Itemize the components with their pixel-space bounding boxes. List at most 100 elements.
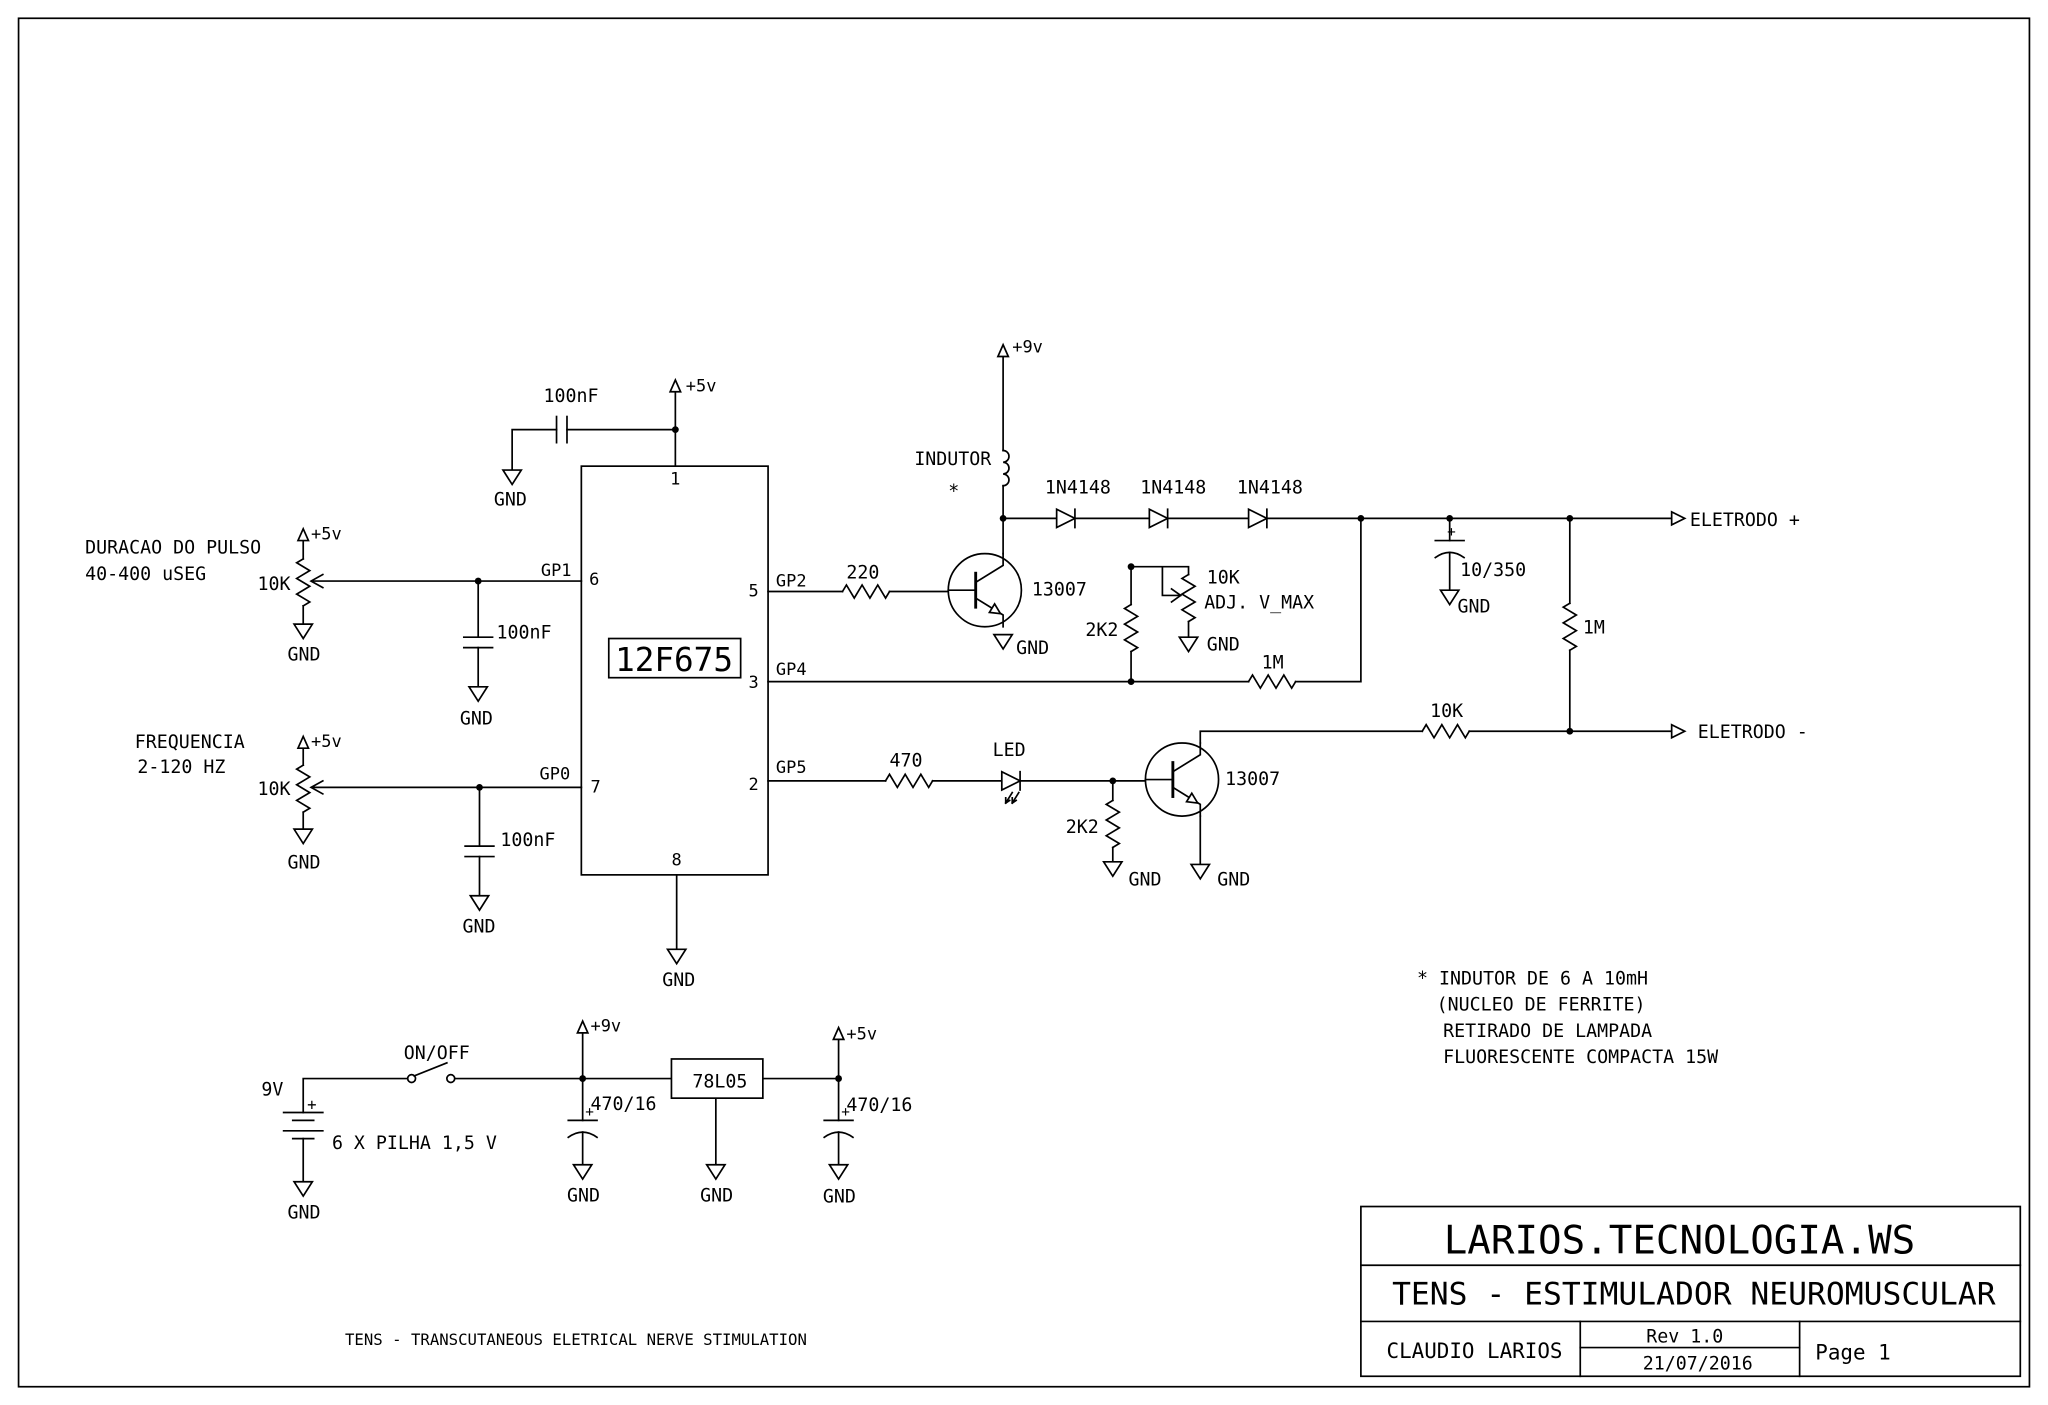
vcc-5v-label: +5v: [311, 524, 342, 544]
ground-label: GND: [1458, 596, 1491, 617]
bleed-resistor-value: 1M: [1583, 617, 1605, 638]
ground-label: GND: [288, 645, 321, 666]
battery-voltage: 9V: [261, 1080, 283, 1101]
ic-part-box: [607, 637, 742, 679]
polarity-mark: +: [585, 1104, 594, 1120]
author: CLAUDIO LARIOS: [1387, 1339, 1563, 1363]
ground-symbol: [468, 685, 489, 703]
ground-symbol: [293, 828, 314, 845]
vcc-9v-symbol: [576, 1020, 589, 1034]
frequency-potentiometer: [295, 764, 311, 814]
decoupling-capacitor-value: 100nF: [543, 386, 598, 407]
base-pulldown-value: 2K2: [1066, 817, 1099, 838]
base-resistor-value: 220: [846, 562, 879, 583]
caption: TENS - TRANSCUTANEOUS ELETRICAL NERVE ST…: [345, 1330, 807, 1349]
vcc-9v-label: +9v: [590, 1017, 621, 1037]
diode-3-part: 1N4148: [1237, 478, 1303, 499]
pin-number-6: 6: [589, 570, 599, 590]
frequency-range: 2-120 HZ: [137, 757, 225, 778]
polarity-mark: +: [1447, 525, 1456, 541]
sheet-border: [17, 17, 2031, 1388]
pulse-width-filter-capacitor: [462, 636, 494, 649]
output-resistor-10k: [1421, 723, 1471, 739]
electrode-positive-port: [1670, 511, 1686, 526]
led: [1000, 770, 1021, 791]
frequency-cap-value: 100nF: [500, 830, 555, 851]
ic-body: [580, 465, 769, 876]
battery: [282, 1111, 324, 1140]
date: 21/07/2016: [1643, 1354, 1753, 1375]
vcc-9v-label: +9v: [1012, 338, 1043, 358]
frequency-control: FREQUENCIA 2-120 HZ 10K +5v GND 100nF GN…: [135, 732, 556, 937]
pulse-width-title: DURACAO DO PULSO: [85, 538, 261, 559]
ic-part-label: 12F675: [615, 641, 733, 679]
pin-number-2: 2: [748, 775, 758, 795]
frequency-filter-capacitor: [464, 845, 495, 858]
vcc-5v-symbol: [669, 379, 682, 393]
ground-label: GND: [567, 1185, 600, 1206]
regulator-part: 78L05: [692, 1072, 747, 1093]
vcc-5v-label: +5v: [686, 377, 717, 397]
divider-resistor-2k2: [1123, 603, 1139, 653]
transistor-2-part: 13007: [1225, 769, 1280, 790]
led-label: LED: [993, 740, 1026, 761]
diode-1-part: 1N4148: [1045, 478, 1111, 499]
ground-label: GND: [288, 1202, 321, 1223]
power-supply: 9V + 6 X PILHA 1,5 V GND ON/OFF 78L05 GN…: [261, 1017, 912, 1224]
drawing-title: TENS - ESTIMULADOR NEUROMUSCULAR: [1392, 1276, 1996, 1312]
diode-2: [1148, 508, 1169, 529]
pin-name-gp1: GP1: [541, 561, 572, 581]
diode-3: [1247, 508, 1268, 529]
output-capacitor-value: 10/350: [1460, 560, 1526, 581]
led-resistor-value: 470: [890, 750, 923, 771]
pin-number-1: 1: [670, 469, 680, 489]
ground-label: GND: [288, 852, 321, 873]
ground-symbol: [1102, 860, 1123, 878]
led-resistor-470: [884, 773, 934, 789]
pin-number-8: 8: [671, 851, 681, 871]
inductor-note-mark: *: [948, 481, 959, 502]
pulse-width-control: DURACAO DO PULSO 40-400 uSEG 10K +5v GND…: [85, 524, 551, 729]
title-block: LARIOS.TECNOLOGIA.WS TENS - ESTIMULADOR …: [1360, 1205, 2022, 1378]
battery-description: 6 X PILHA 1,5 V: [332, 1133, 497, 1154]
regulator: [670, 1058, 764, 1099]
vcc-5v-label: +5v: [311, 732, 342, 752]
pulse-width-pot-value: 10K: [258, 574, 291, 595]
ground-label: GND: [1016, 638, 1049, 659]
vcc-5v-symbol: [297, 527, 310, 542]
pulse-width-potentiometer: [295, 558, 311, 607]
vcc-5v-label: +5v: [846, 1024, 877, 1044]
ground-symbol: [502, 469, 523, 486]
ground-symbol: [1190, 863, 1211, 880]
electrode-negative-port: [1670, 723, 1686, 739]
frequency-title: FREQUENCIA: [135, 732, 245, 753]
divider-resistor-value: 2K2: [1085, 620, 1118, 641]
pin-name-gp0: GP0: [540, 765, 571, 785]
ground-symbol: [293, 1180, 314, 1197]
ground-label: GND: [1128, 869, 1161, 890]
company-name: LARIOS.TECNOLOGIA.WS: [1444, 1219, 1915, 1264]
note-line-1: * INDUTOR DE 6 A 10mH: [1417, 969, 1648, 990]
switch-stage: 470 LED 2K2 GND 13007 GND 10K: [884, 701, 1471, 890]
note-line-2: (NUCLEO DE FERRITE): [1437, 995, 1646, 1016]
switch-label: ON/OFF: [404, 1043, 470, 1064]
decoupling-capacitor: [555, 415, 568, 444]
ground-symbol: [572, 1163, 593, 1180]
ground-symbol: [469, 894, 490, 911]
polarity-mark: +: [307, 1095, 316, 1114]
ground-symbol: [1439, 589, 1460, 606]
vcc-5v-symbol: [832, 1026, 845, 1041]
pot-wiper-arrow: [309, 779, 324, 796]
pin-name-gp5: GP5: [776, 758, 807, 778]
output-capacitor-5v-value: 470/16: [846, 1095, 912, 1116]
inductor-label: INDUTOR: [914, 449, 991, 470]
revision: Rev 1.0: [1646, 1326, 1723, 1347]
ground-label: GND: [463, 916, 496, 937]
ground-symbol: [1178, 636, 1199, 653]
polarity-mark: +: [841, 1104, 850, 1120]
page-number: Page 1: [1815, 1340, 1890, 1364]
pulse-width-range: 40-400 uSEG: [85, 564, 206, 585]
ground-symbol: [705, 1163, 726, 1180]
ground-label: GND: [823, 1187, 856, 1208]
ground-symbol: [666, 948, 687, 965]
